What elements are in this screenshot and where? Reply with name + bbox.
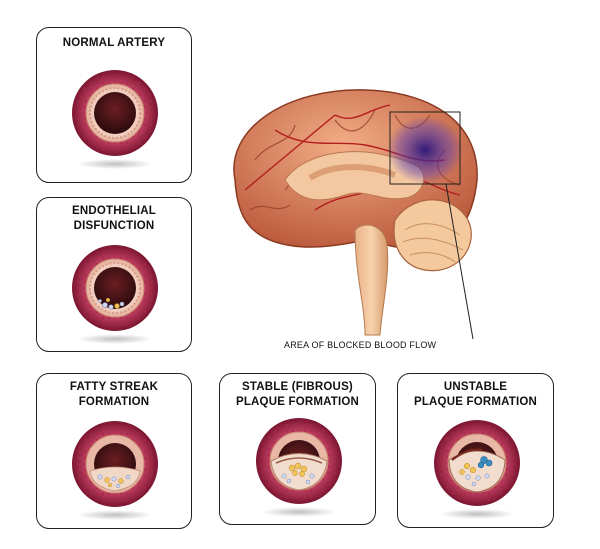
- blocked-area-highlight: [387, 116, 463, 184]
- panel-normal-artery: NORMAL ARTERY: [36, 27, 192, 183]
- panel-fatty-streak: FATTY STREAK FORMATION: [36, 373, 192, 529]
- artery-cross-section: [70, 419, 160, 523]
- panel-title: FATTY STREAK FORMATION: [69, 381, 159, 408]
- panel-title: ENDOTHELIAL DISFUNCTION: [72, 205, 156, 232]
- brain-illustration: [215, 70, 505, 340]
- blocked-blood-flow-label: AREA OF BLOCKED BLOOD FLOW: [284, 340, 437, 350]
- artery-cross-section: [254, 416, 344, 520]
- artery-cross-section: [70, 68, 160, 172]
- panel-title: NORMAL ARTERY: [62, 37, 166, 49]
- panel-title: STABLE (FIBROUS) PLAQUE FORMATION: [235, 381, 360, 408]
- panel-endothelial-disfunction: ENDOTHELIAL DISFUNCTION: [36, 197, 192, 352]
- panel-stable-plaque: STABLE (FIBROUS) PLAQUE FORMATION: [219, 373, 376, 525]
- panel-title: UNSTABLE PLAQUE FORMATION: [413, 381, 538, 408]
- panel-unstable-plaque: UNSTABLE PLAQUE FORMATION: [397, 373, 554, 528]
- artery-cross-section: [70, 243, 160, 347]
- artery-cross-section: [432, 418, 522, 522]
